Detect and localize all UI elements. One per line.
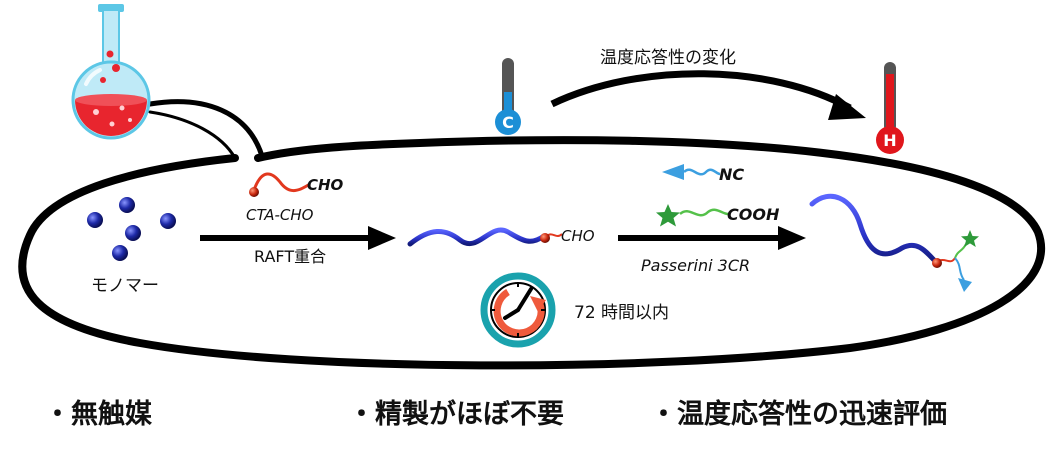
- carboxylic-acid-icon: [656, 204, 729, 227]
- product-polymer-icon: [809, 193, 979, 292]
- passerini-label: Passerini 3CR: [641, 256, 750, 275]
- reaction-bubble: [18, 99, 1046, 370]
- monomer-beads: [87, 197, 176, 261]
- time-label: 72 時間以内: [574, 303, 669, 323]
- bullet-rapid-evaluation: ・温度応答性の迅速評価: [650, 399, 947, 430]
- cta-label: CTA-CHO: [246, 206, 314, 224]
- temp-change-arrowhead: [828, 94, 866, 120]
- polymer-end-label: CHO: [561, 227, 595, 245]
- clock-icon: [480, 272, 556, 348]
- cold-thermometer-icon: C: [495, 58, 521, 135]
- flask-icon: [71, 4, 151, 140]
- cooh-label: COOH: [727, 205, 780, 224]
- cta-cho-icon: [249, 172, 311, 197]
- isocyanide-icon: [662, 164, 721, 180]
- bullet-no-catalyst: ・無触媒: [44, 399, 152, 430]
- monomer-label: モノマー: [91, 276, 159, 296]
- cold-badge-label: C: [502, 113, 514, 132]
- hot-thermometer-icon: H: [876, 62, 904, 154]
- hot-badge-label: H: [883, 131, 896, 150]
- polymer-cho-icon: [407, 227, 563, 247]
- cta-end-label: CHO: [307, 176, 344, 194]
- raft-label: RAFT重合: [254, 247, 326, 266]
- bullet-no-purification: ・精製がほぼ不要: [348, 399, 564, 430]
- temp-change-label: 温度応答性の変化: [600, 48, 736, 68]
- nc-label: NC: [719, 165, 744, 184]
- temp-change-arrow: [550, 70, 852, 112]
